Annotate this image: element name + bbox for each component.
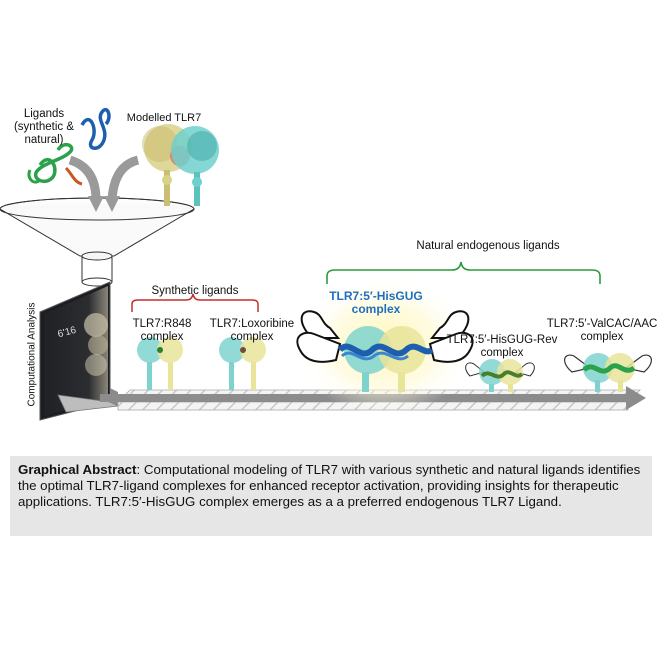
- complex-label-valcac: TLR7:5′-ValCAC/AAC complex: [546, 318, 658, 343]
- complex-label-r848: TLR7:R848 complex: [132, 318, 192, 343]
- complex-label-loxoribine: TLR7:Loxoribine complex: [209, 318, 295, 343]
- caption-title: Graphical Abstract: [18, 462, 137, 477]
- natural-ligands-label: Natural endogenous ligands: [416, 240, 560, 252]
- natural-bracket: [326, 261, 601, 284]
- synthetic-bracket: [131, 293, 259, 312]
- complex-label-hisgug: TLR7:5′-HisGUG complex: [329, 289, 423, 316]
- computational-analysis-label: Computational Analysis: [26, 302, 38, 407]
- complex-hisgug-structure: [296, 310, 474, 392]
- synthetic-ligands-label: Synthetic ligands: [151, 285, 239, 297]
- complex-r848-structure: [137, 337, 183, 390]
- complex-hisgug-rev-structure: [465, 359, 535, 392]
- funnel: [0, 197, 195, 287]
- complex-valcac-structure: [564, 353, 652, 392]
- monitor: [39, 281, 120, 421]
- caption-box: Graphical Abstract: Computational modeli…: [10, 456, 652, 536]
- modelled-tlr7-label: Modelled TLR7: [126, 112, 202, 124]
- modelled-tlr7-structure: [142, 124, 219, 206]
- ligands-label: Ligands (synthetic & natural): [13, 108, 75, 146]
- complex-label-hisgug-rev: TLR7:5′-HisGUG-Rev complex: [446, 334, 558, 359]
- complex-loxoribine-structure: [219, 337, 266, 390]
- caption-body: : Computational modeling of TLR7 with va…: [18, 462, 641, 509]
- input-arrows: [68, 155, 140, 212]
- ligand-ribbons: [27, 107, 111, 186]
